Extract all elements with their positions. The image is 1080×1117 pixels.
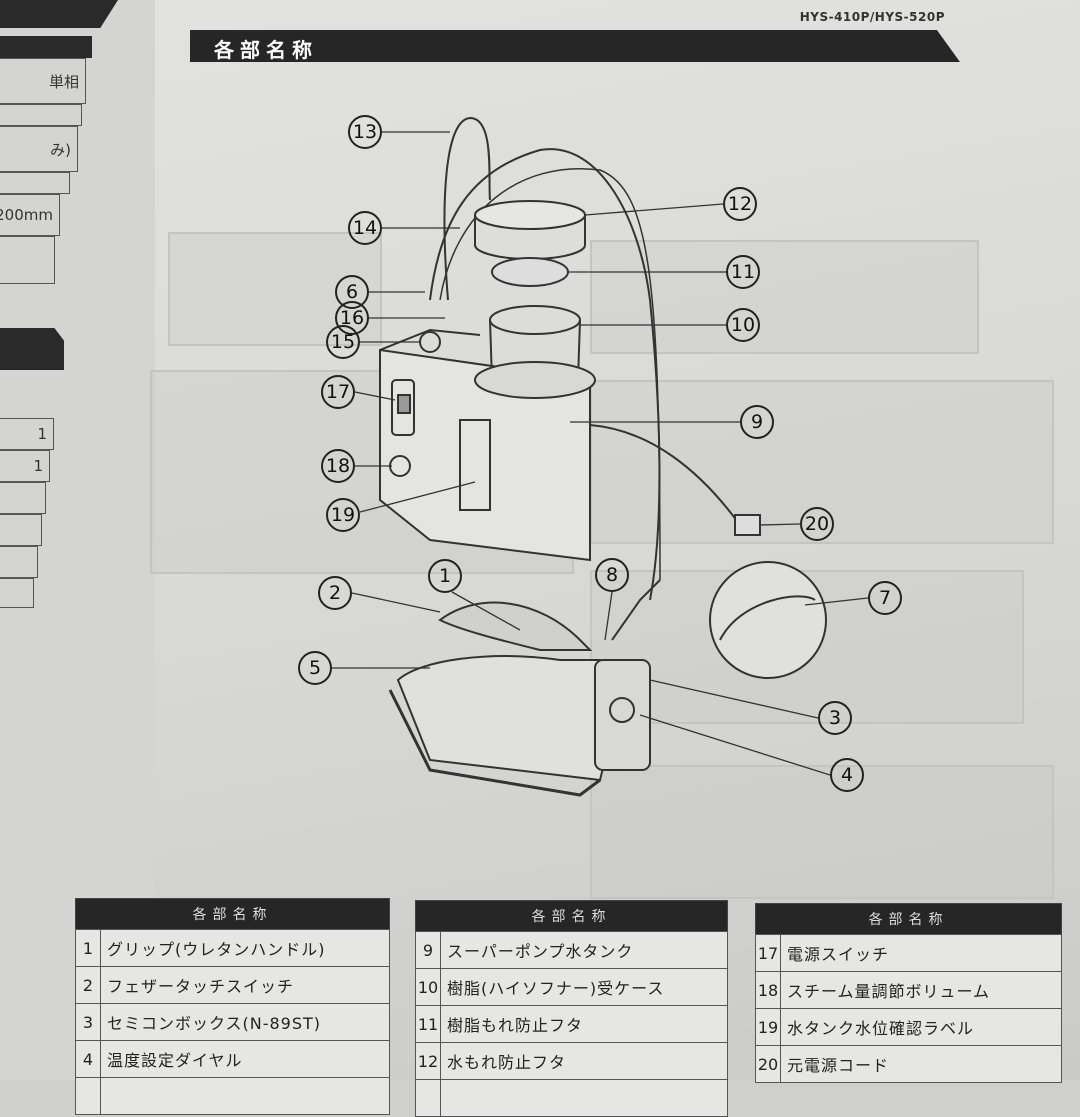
part-name: 元電源コード xyxy=(780,1045,1062,1083)
part-number: 1 xyxy=(75,929,101,967)
plug xyxy=(734,514,761,536)
part-number: 19 xyxy=(755,1008,781,1046)
callout-14: 14 xyxy=(348,211,382,245)
callout-9: 9 xyxy=(740,405,774,439)
qty-cell: 1 xyxy=(0,450,50,482)
callout-19: 19 xyxy=(326,498,360,532)
model-number: HYS-410P/HYS-520P xyxy=(799,10,945,24)
callout-15: 15 xyxy=(326,325,360,359)
callout-7: 7 xyxy=(868,581,902,615)
part-number: 12 xyxy=(415,1042,441,1080)
part-name: セミコンボックス(N-89ST) xyxy=(100,1003,390,1041)
spec-cell xyxy=(0,236,55,284)
part-number: 9 xyxy=(415,931,441,969)
part-name: 温度設定ダイヤル xyxy=(100,1040,390,1078)
part-number: 20 xyxy=(755,1045,781,1083)
qty-cell xyxy=(0,514,42,546)
table-row xyxy=(415,1079,728,1117)
part-name: 水もれ防止フタ xyxy=(440,1042,728,1080)
callout-12: 12 xyxy=(723,187,757,221)
callout-5: 5 xyxy=(298,651,332,685)
show-through-box xyxy=(590,240,979,354)
part-name: 樹脂もれ防止フタ xyxy=(440,1005,728,1043)
table-header: 各部名称 xyxy=(415,900,728,932)
iron-body xyxy=(396,655,622,782)
part-number: 18 xyxy=(755,971,781,1009)
inset-detail xyxy=(709,561,827,679)
part-name: スチーム量調節ボリューム xyxy=(780,971,1062,1009)
callout-11: 11 xyxy=(726,255,760,289)
callout-2: 2 xyxy=(318,576,352,610)
semicon-box xyxy=(594,659,651,771)
part-name: フェザータッチスイッチ xyxy=(100,966,390,1004)
part-number: 10 xyxy=(415,968,441,1006)
spec-cell: み) xyxy=(0,126,78,172)
hose-13 xyxy=(443,116,491,301)
spec-cell: 単相 xyxy=(0,58,86,104)
callout-20: 20 xyxy=(800,507,834,541)
steam-iron-diagram xyxy=(332,116,869,797)
spec-cell xyxy=(0,172,70,194)
part-number: 2 xyxy=(75,966,101,1004)
section-bar xyxy=(0,328,64,370)
part-number: 3 xyxy=(75,1003,101,1041)
part-number xyxy=(75,1077,101,1115)
show-through-box xyxy=(590,765,1054,899)
qty-cell xyxy=(0,546,38,578)
callout-1: 1 xyxy=(428,559,462,593)
part-name: 電源スイッチ xyxy=(780,934,1062,972)
part-name: スーパーポンプ水タンク xyxy=(440,931,728,969)
section-bar xyxy=(0,36,92,58)
spec-cell xyxy=(0,104,82,126)
section-title-bar: 各部名称 xyxy=(190,30,960,62)
part-number: 11 xyxy=(415,1005,441,1043)
section-title: 各部名称 xyxy=(214,38,318,62)
qty-cell xyxy=(0,482,46,514)
qty-cell xyxy=(0,578,34,608)
part-name: グリップ(ウレタンハンドル) xyxy=(100,929,390,967)
table-header: 各部名称 xyxy=(755,903,1062,935)
callout-8: 8 xyxy=(595,558,629,592)
callout-13: 13 xyxy=(348,115,382,149)
callout-3: 3 xyxy=(818,701,852,735)
callout-10: 10 xyxy=(726,308,760,342)
table-header: 各部名称 xyxy=(75,898,390,930)
iron-grip xyxy=(438,601,593,651)
part-number xyxy=(415,1079,441,1117)
spec-cell: 200mm xyxy=(0,194,60,236)
table-row xyxy=(75,1077,390,1115)
part-number: 4 xyxy=(75,1040,101,1078)
part-name xyxy=(440,1079,728,1117)
part-name: 樹脂(ハイソフナー)受ケース xyxy=(440,968,728,1006)
part-number: 17 xyxy=(755,934,781,972)
part-name: 水タンク水位確認ラベル xyxy=(780,1008,1062,1046)
qty-cell: 1 xyxy=(0,418,54,450)
callout-18: 18 xyxy=(321,449,355,483)
part-name xyxy=(100,1077,390,1115)
cord-20 xyxy=(589,424,741,526)
section-bar xyxy=(0,0,118,28)
callout-4: 4 xyxy=(830,758,864,792)
callout-17: 17 xyxy=(321,375,355,409)
